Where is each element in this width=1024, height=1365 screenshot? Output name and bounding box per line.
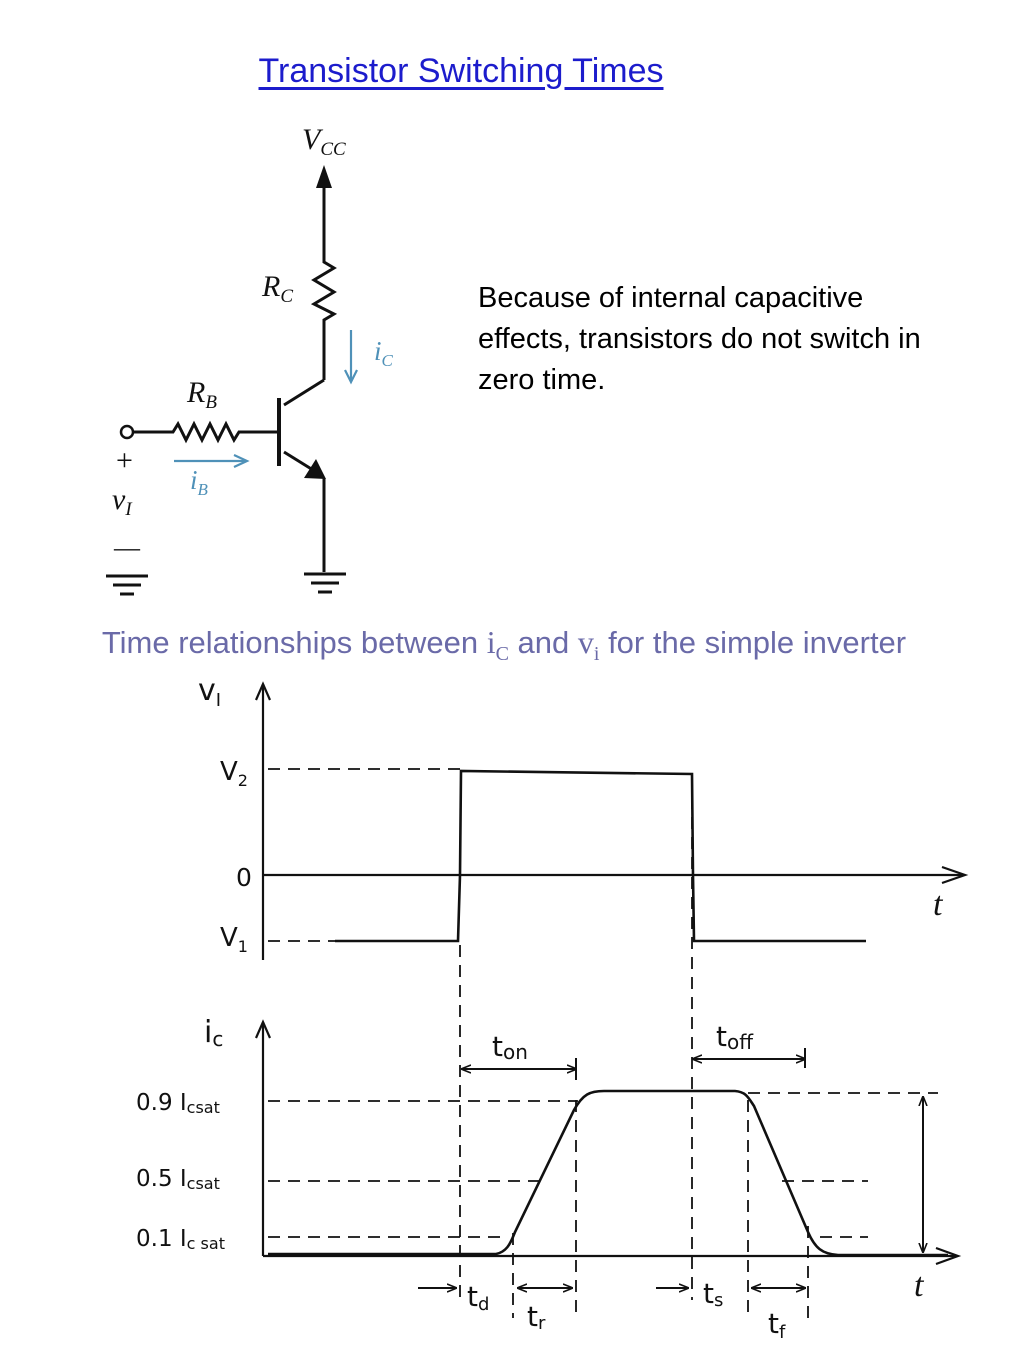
tf-label: tf xyxy=(768,1307,786,1343)
waveform-caption: Time relationships between iC and vi for… xyxy=(0,624,1008,666)
minus-sign: — xyxy=(113,533,141,562)
input-terminal xyxy=(119,424,135,440)
rb-resistor xyxy=(133,420,279,444)
vcc-label: VCC xyxy=(302,123,346,160)
ic-pulse xyxy=(268,1089,948,1257)
transistor-circuit xyxy=(106,165,346,596)
toff-label: toff xyxy=(716,1020,754,1054)
td-label: td xyxy=(467,1280,489,1315)
level-05-label: 0.5 Icsat xyxy=(136,1166,220,1193)
ic-waveform-plot: ic 0.9 Icsat 0.5 Icsat 0.1 Ic sat ton to… xyxy=(136,1015,962,1343)
v1-label: V1 xyxy=(220,923,248,956)
tr-label: tr xyxy=(527,1300,546,1334)
caption-before: Time relationships between xyxy=(101,625,487,660)
rc-label: RC xyxy=(261,270,293,307)
explanation-text: Because of internal capacitive effects, … xyxy=(478,282,921,396)
page-title: Transistor Switching Times xyxy=(258,52,664,90)
ic-label: iC xyxy=(374,336,394,370)
ib-label: iB xyxy=(190,465,209,499)
vi-waveform-plot: vI V2 0 V1 t xyxy=(198,673,969,1300)
caption-ic-subscript: C xyxy=(495,643,509,666)
caption-vi-subscript: i xyxy=(593,643,600,666)
caption-middle: and xyxy=(508,625,578,660)
level-09-label: 0.9 Icsat xyxy=(136,1090,220,1117)
caption-after: for the simple inverter xyxy=(599,625,907,660)
vi-pulse xyxy=(335,769,866,943)
current-arrows xyxy=(174,330,358,468)
emitter-arrow-icon xyxy=(304,459,326,479)
ton-label: ton xyxy=(492,1030,528,1064)
zero-label: 0 xyxy=(236,863,252,892)
plus-sign: + xyxy=(116,444,133,477)
rc-resistor xyxy=(310,255,338,380)
emitter-lead xyxy=(283,450,314,472)
ts-label: ts xyxy=(703,1277,723,1311)
caption-vi-symbol: v xyxy=(577,624,594,660)
vi-t-label: t xyxy=(933,886,944,923)
v2-label: V2 xyxy=(220,757,248,790)
vi-label: vI xyxy=(112,483,133,520)
vi-axis-label: vI xyxy=(198,673,221,711)
rb-label: RB xyxy=(186,376,217,413)
ic-t-label: t xyxy=(914,1267,925,1304)
ic-axis-label: ic xyxy=(204,1015,223,1051)
level-01-label: 0.1 Ic sat xyxy=(136,1226,225,1253)
vcc-arrow-icon xyxy=(316,165,332,188)
collector-lead xyxy=(283,378,325,407)
caption-ic-symbol: i xyxy=(486,624,496,660)
